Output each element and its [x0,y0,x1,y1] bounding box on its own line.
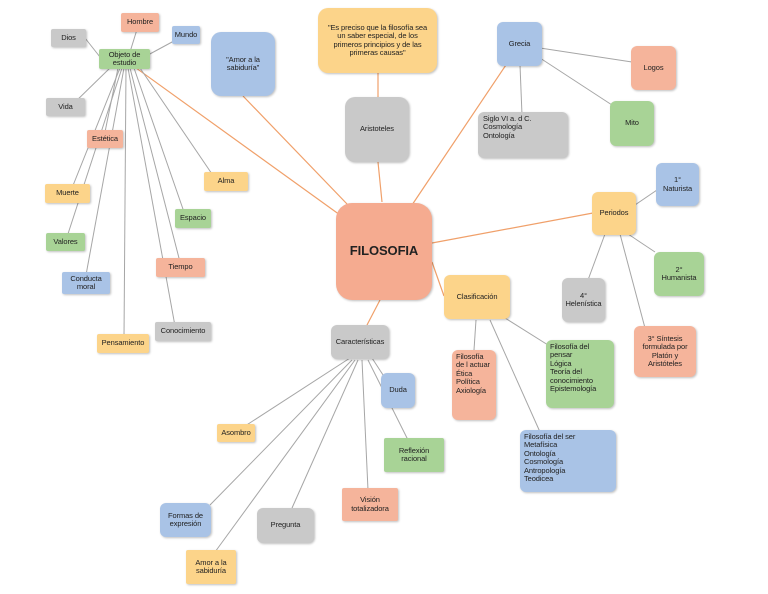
node-reflexion-racional: Reflexión racional [384,438,444,472]
node-valores: Valores [46,233,85,251]
node-vision-totalizadora: Visión totalizadora [342,488,398,521]
node-hombre: Hombre [121,13,159,32]
node-aristoteles-quote: "Es preciso que la filosofía sea un sabe… [318,8,437,73]
node-espacio: Espacio [175,209,211,228]
node-filosofia-del-ser: Filosofía del ser Metafísica Ontología C… [520,430,616,492]
node-periodo-humanista: 2° Humanista [654,252,704,296]
center-node-filosofia: FILOSOFIA [336,203,432,300]
node-conducta-moral: Conducta moral [62,272,110,294]
node-siglo-vi: Siglo VI a. d C. Cosmología Ontología [478,112,568,158]
node-conocimiento: Conocimiento [155,322,211,341]
node-pregunta: Pregunta [257,508,314,543]
node-amor-a-la-sabiduria-quote: "Amor a la sabiduría" [211,32,275,96]
node-formas-de-expresion: Formas de expresión [160,503,211,537]
node-pensamiento: Pensamiento [97,334,149,353]
node-amor-a-la-sabiduria: Amor a la sabiduría [186,550,236,584]
node-asombro: Asombro [217,424,255,442]
node-periodos: Periodos [592,192,636,235]
node-vida: Vida [46,98,85,116]
node-periodo-naturista: 1° Naturista [656,163,699,206]
node-periodo-sintesis: 3° Síntesis formulada por Platón y Arist… [634,326,696,377]
node-dios: Dios [51,29,86,47]
node-estetica: Estética [87,130,123,148]
node-periodo-helenistica: 4° Helenística [562,278,605,322]
node-caracteristicas: Características [331,325,389,359]
node-mundo: Mundo [172,26,200,44]
node-mito: Mito [610,101,654,146]
node-logos: Logos [631,46,676,90]
node-alma: Alma [204,172,248,191]
node-duda: Duda [381,373,415,408]
node-filosofia-del-pensar: Filosofía del pensar Lógica Teoría del c… [546,340,614,408]
node-filosofia-del-actuar: Filosofía de l actuar Ética Política Axi… [452,350,496,420]
node-grecia: Grecia [497,22,542,66]
node-objeto-de-estudio: Objeto de estudio [99,49,150,69]
node-muerte: Muerte [45,184,90,203]
node-clasificacion: Clasificación [444,275,510,319]
node-aristoteles: Aristoteles [345,97,409,162]
node-tiempo: Tiempo [156,258,205,277]
